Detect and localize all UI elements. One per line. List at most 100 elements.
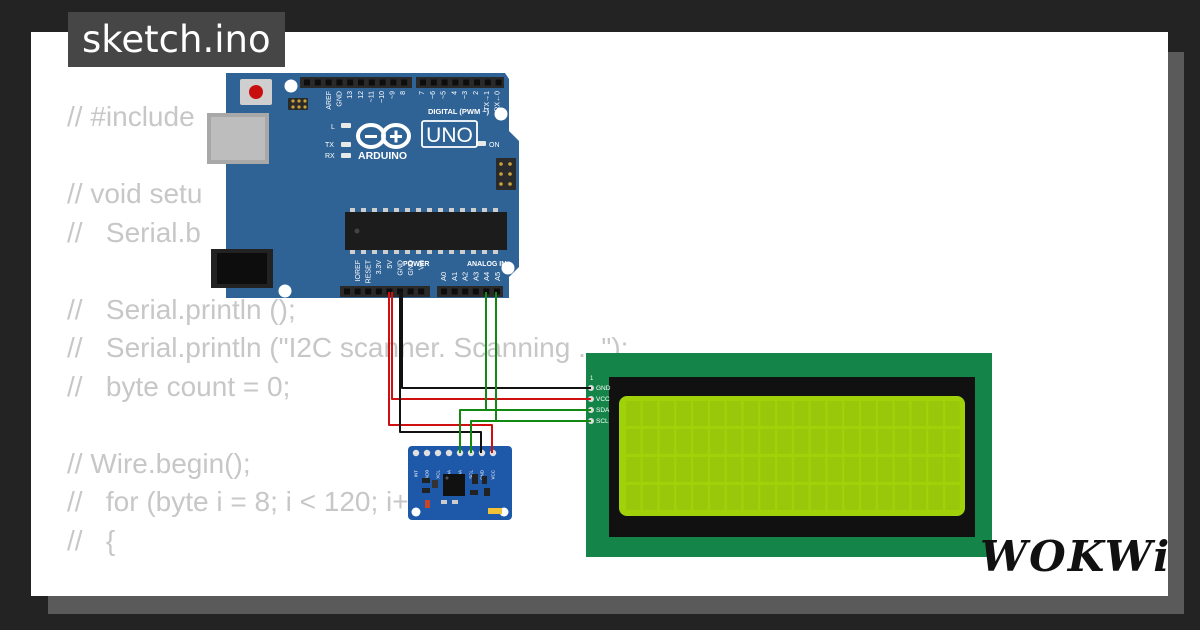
header-pin[interactable]: [304, 79, 310, 86]
chip-leg: [350, 250, 355, 254]
lcd-cell: [861, 457, 876, 482]
lcd-cell: [844, 429, 859, 454]
lcd-cell: [894, 429, 910, 454]
wire-5v-lcd[interactable]: [391, 292, 591, 400]
lcd-cell: [894, 485, 910, 510]
lcd-cell: [642, 401, 658, 426]
lcd-cell: [693, 401, 708, 426]
code-line: // Serial.b: [67, 216, 201, 248]
lcd-cell: [777, 401, 792, 426]
lcd-cell: [878, 401, 893, 426]
analog-pin-label: A4: [482, 272, 491, 281]
header-pin[interactable]: [347, 79, 354, 86]
header-pin[interactable]: [401, 79, 408, 86]
header-pin[interactable]: [386, 288, 393, 295]
header-pin[interactable]: [354, 288, 361, 295]
wire-gnd-lcd[interactable]: [401, 292, 591, 389]
lcd-pin-gnd[interactable]: GND: [588, 385, 611, 392]
header-pin[interactable]: [420, 79, 426, 86]
lcd-cell: [743, 401, 759, 426]
header-pin[interactable]: [463, 79, 470, 86]
lcd-cell: [794, 485, 809, 510]
digital-pin-header[interactable]: [304, 79, 502, 86]
header-pin[interactable]: [407, 288, 414, 295]
code-line: // void setu: [67, 178, 203, 209]
lcd-cell: [659, 401, 675, 426]
digital-pin-label: GND: [337, 91, 344, 107]
code-background: // #include // void setu // Serial.b // …: [67, 98, 628, 560]
header-pin[interactable]: [474, 79, 480, 86]
chip-leg: [383, 250, 388, 254]
header-pin[interactable]: [379, 79, 386, 86]
digital-pin-label: AREF: [326, 91, 333, 110]
header-pin[interactable]: [483, 288, 490, 295]
wire-sda-mpu[interactable]: [459, 409, 488, 453]
lcd-pin-scl[interactable]: SCL: [588, 418, 609, 425]
wire-scl-mpu[interactable]: [470, 420, 498, 453]
lcd-display[interactable]: 1 GND VCC SDA SCL: [586, 353, 992, 557]
header-pin[interactable]: [441, 288, 447, 295]
header-pin[interactable]: [430, 79, 437, 86]
header-pin[interactable]: [451, 288, 458, 295]
lcd-cell: [760, 457, 775, 482]
lcd-cell: [945, 485, 960, 510]
header-pin[interactable]: [494, 288, 500, 295]
lcd-cell: [794, 429, 809, 454]
header-pin[interactable]: [325, 79, 332, 86]
lcd-cell: [861, 429, 876, 454]
mpu-pin-label: VCC: [491, 469, 496, 479]
digital-pin-label: RX←0: [495, 91, 502, 112]
header-pin[interactable]: [452, 79, 459, 86]
header-pin[interactable]: [390, 79, 397, 86]
lcd-cell: [928, 401, 943, 426]
lcd-pin-vcc[interactable]: VCC: [588, 396, 610, 403]
header-pin[interactable]: [484, 79, 491, 86]
header-pin[interactable]: [441, 79, 448, 86]
header-pin[interactable]: [314, 79, 321, 86]
header-pin[interactable]: [365, 288, 372, 295]
mpu-pin[interactable]: [445, 449, 453, 457]
lcd-cell: [844, 401, 859, 426]
lcd-cell: [626, 457, 641, 482]
header-pin[interactable]: [344, 288, 350, 295]
header-pin[interactable]: [397, 288, 403, 295]
lcd-cell: [693, 429, 708, 454]
code-line: // for (byte i = 8; i < 120; i++): [67, 486, 435, 517]
mpu6050-module[interactable]: INTAD0XCLXDASDASCLGNDVCC: [408, 446, 512, 520]
digital-pin-label: ~9: [390, 91, 397, 99]
header-pin[interactable]: [418, 288, 425, 295]
wire-gnd-mpu[interactable]: [399, 292, 482, 453]
header-pin[interactable]: [375, 288, 382, 295]
chip-leg: [493, 208, 498, 212]
header-pin[interactable]: [358, 79, 364, 86]
chip-leg: [427, 208, 432, 212]
wire-5v-mpu[interactable]: [388, 292, 493, 453]
lcd-cell: [726, 457, 742, 482]
analog-header-label: ANALOG IN: [467, 261, 506, 268]
header-pin[interactable]: [368, 79, 375, 86]
header-pin[interactable]: [495, 79, 502, 86]
lcd-pin-label: SDA: [596, 407, 610, 414]
wire-scl-lcd[interactable]: [495, 292, 591, 422]
lcd-cell: [928, 457, 943, 482]
header-pin[interactable]: [472, 288, 479, 295]
mpu-pin[interactable]: [412, 449, 420, 457]
lcd-cell: [726, 485, 742, 510]
header-pin[interactable]: [462, 288, 469, 295]
lcd-cell: [743, 485, 759, 510]
lcd-pin-sda[interactable]: SDA: [588, 407, 610, 414]
logo-arduino-text: ARDUINO: [358, 150, 407, 162]
analog-pin-label: A3: [471, 272, 480, 281]
reset-button-icon[interactable]: [240, 79, 272, 105]
power-analog-pin-header[interactable]: [344, 288, 500, 295]
chip-leg: [438, 250, 443, 254]
chip-leg: [405, 208, 410, 212]
chip-leg: [493, 250, 498, 254]
wire-sda-lcd[interactable]: [485, 292, 591, 411]
mpu-pin[interactable]: [434, 449, 442, 457]
header-pin[interactable]: [336, 79, 343, 86]
lcd-cell: [810, 457, 826, 482]
mpu-pin[interactable]: [423, 449, 431, 457]
